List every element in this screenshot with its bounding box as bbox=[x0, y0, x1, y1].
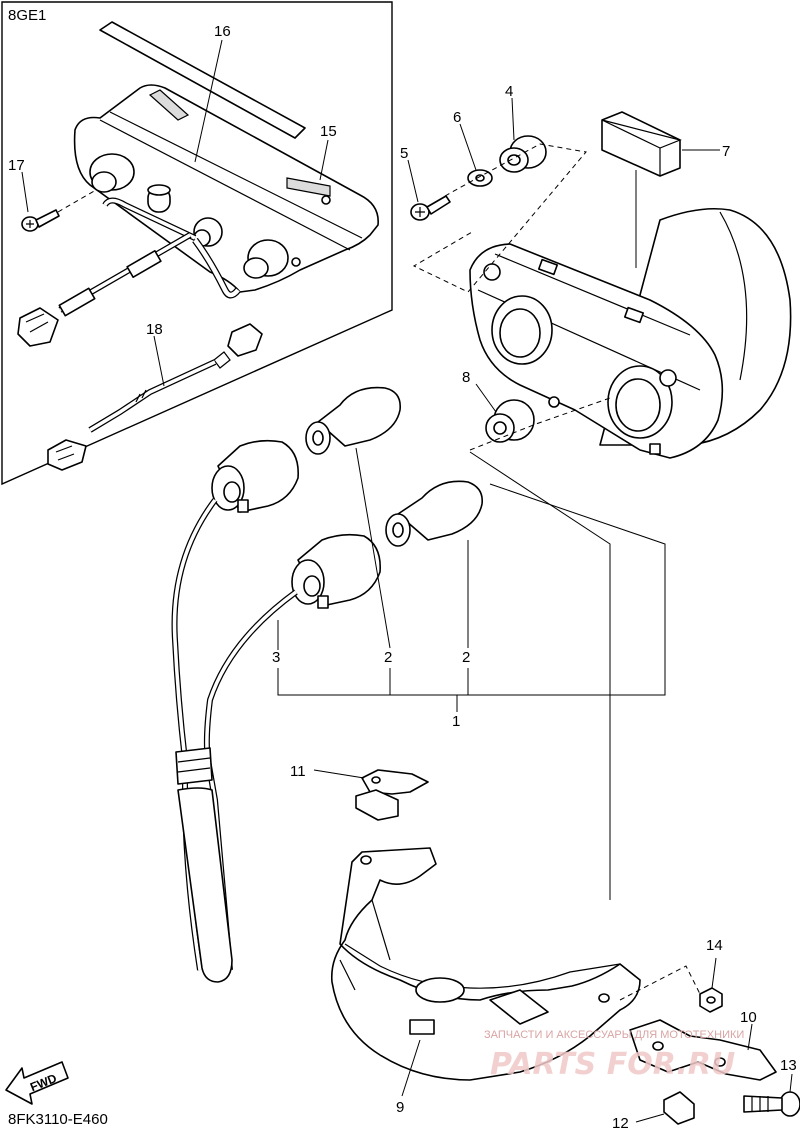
callout-1: 1 bbox=[452, 713, 460, 730]
dashed-mount-plane-low bbox=[619, 965, 701, 1001]
part-13-bolt bbox=[743, 1091, 800, 1117]
part-6-washer bbox=[467, 169, 493, 187]
assembly-1-bracket bbox=[277, 447, 666, 900]
inset-code: 8GE1 bbox=[8, 7, 46, 24]
watermark-line2: PARTS FOR.RU bbox=[490, 1047, 735, 1082]
part-11-bracket bbox=[355, 769, 429, 821]
leader-4 bbox=[511, 97, 515, 141]
leader-12 bbox=[635, 1113, 665, 1123]
callout-17: 17 bbox=[8, 157, 25, 174]
part-led-lamp-assembly bbox=[73, 84, 379, 293]
leader-15 bbox=[319, 139, 329, 181]
part-10-bracket bbox=[629, 1019, 777, 1081]
part-18-sub-harness bbox=[47, 323, 263, 471]
leader-18 bbox=[153, 335, 165, 387]
callout-14: 14 bbox=[706, 937, 723, 954]
leader-10 bbox=[747, 1023, 753, 1051]
leader-9 bbox=[401, 1039, 421, 1097]
leader-17 bbox=[21, 171, 29, 213]
dashed-mount-plane-top bbox=[412, 143, 587, 293]
callout-18: 18 bbox=[146, 321, 163, 338]
taillight-housing bbox=[469, 207, 792, 459]
callout-16: 16 bbox=[214, 23, 231, 40]
callout-8: 8 bbox=[462, 369, 470, 386]
callout-3: 3 bbox=[272, 649, 280, 666]
inset-frame bbox=[1, 1, 393, 486]
leader-8 bbox=[475, 383, 497, 413]
callout-13: 13 bbox=[780, 1057, 797, 1074]
callout-15: 15 bbox=[320, 123, 337, 140]
part-14-nut bbox=[699, 987, 723, 1013]
callout-4: 4 bbox=[505, 83, 513, 100]
callout-5: 5 bbox=[400, 145, 408, 162]
callout-12: 12 bbox=[612, 1115, 629, 1131]
fwd-arrow-icon: FWD bbox=[5, 1061, 69, 1105]
part-2-bulb-upper bbox=[305, 386, 402, 455]
part-2-bulb-lower bbox=[385, 480, 484, 547]
watermark: ЗАПЧАСТИ И АКСЕССУАРЫ ДЛЯ МОТОТЕХНИКИ PA… bbox=[484, 1029, 744, 1082]
callout-6: 6 bbox=[453, 109, 461, 126]
variant-inset: 8GE1 bbox=[1, 1, 393, 486]
callout-2b: 2 bbox=[462, 649, 470, 666]
part-8-grommet bbox=[485, 399, 535, 443]
watermark-line1: ЗАПЧАСТИ И АКСЕССУАРЫ ДЛЯ МОТОТЕХНИКИ bbox=[484, 1029, 744, 1041]
part-9-lower-cover bbox=[330, 847, 641, 1081]
leader-11 bbox=[313, 769, 365, 779]
part-16-gasket bbox=[99, 21, 306, 139]
callout-11: 11 bbox=[290, 763, 306, 780]
part-4-grommet bbox=[499, 135, 547, 173]
inset-wire-harness bbox=[17, 197, 241, 347]
part-12-clip-nut bbox=[663, 1091, 695, 1125]
leader-6 bbox=[459, 123, 477, 171]
callout-7: 7 bbox=[722, 143, 730, 160]
leader-14 bbox=[711, 957, 717, 989]
callout-2a: 2 bbox=[384, 649, 392, 666]
callout-10: 10 bbox=[740, 1009, 757, 1026]
part-5-screw bbox=[410, 195, 451, 221]
callout-9: 9 bbox=[396, 1099, 404, 1116]
callout-labels: 1 2 2 3 4 5 6 7 8 9 10 11 12 13 14 15 16… bbox=[8, 23, 797, 1131]
inset-spacer bbox=[147, 184, 171, 213]
diagram-code: 8FK3110-E460 bbox=[8, 1111, 108, 1128]
part-17-screw bbox=[21, 189, 97, 232]
leader-16 bbox=[194, 39, 223, 163]
part-3-socket-cord bbox=[171, 439, 381, 983]
leader-5 bbox=[407, 159, 419, 203]
leader-13 bbox=[789, 1073, 793, 1093]
part-7-label bbox=[601, 111, 682, 177]
